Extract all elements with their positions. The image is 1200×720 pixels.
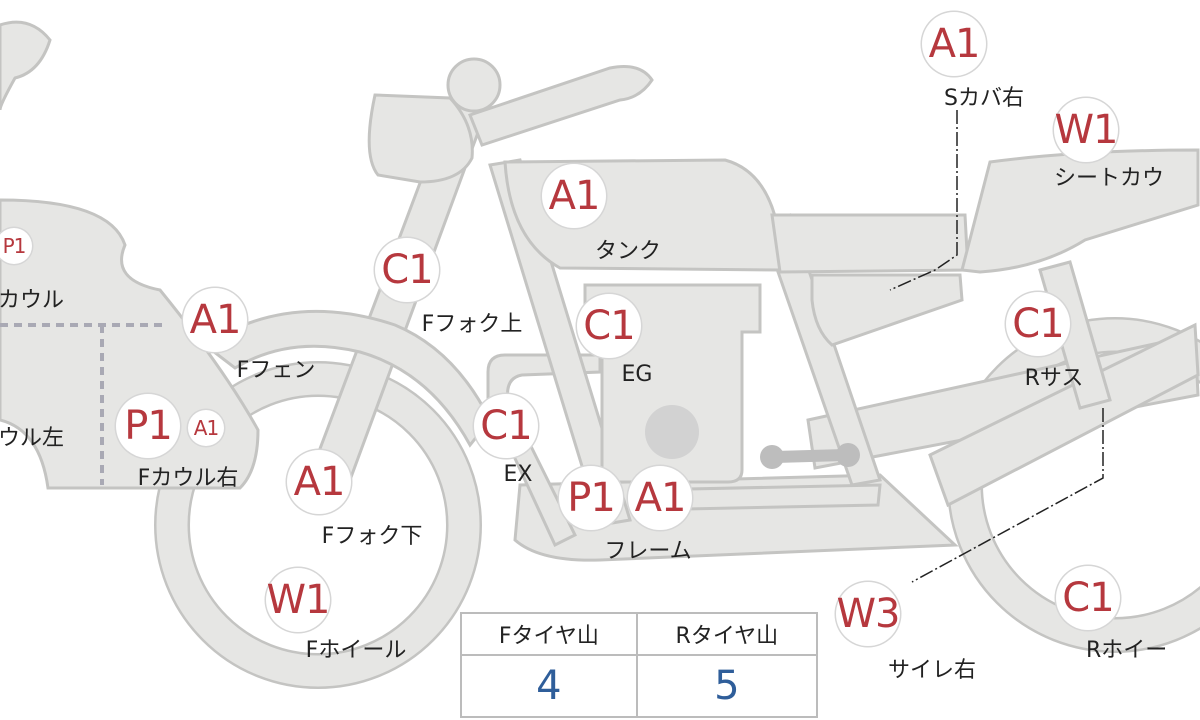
label-cowl: カウル (0, 288, 65, 313)
label-silencer-right: サイレ右 (887, 658, 977, 683)
badge-p1-frame[interactable]: P1 (559, 466, 623, 530)
badge-a1-front-fender[interactable]: A1 (183, 288, 247, 352)
badge-w1-front-wheel[interactable]: W1 (266, 568, 331, 632)
label-cowl-left: ウル左 (0, 426, 65, 451)
seat-cowl-shape (960, 148, 1200, 274)
label-fork-upper: Fフォク上 (421, 312, 523, 337)
label-front-cowl-right: Fカウル右 (137, 466, 239, 491)
label-engine: EG (621, 362, 653, 387)
rear-tire-header: Rタイヤ山 (635, 612, 819, 656)
label-s-cover-right: Sカバ右 (944, 86, 1024, 111)
headlight-shape (367, 93, 474, 184)
silencer-shape (928, 322, 1200, 508)
label-exhaust: EX (503, 462, 533, 487)
label-fork-lower: Fフォク下 (321, 524, 423, 549)
tire-table-value-row: 4 5 (460, 654, 819, 718)
tire-tread-table: Fタイヤ山 Rタイヤ山 4 5 (460, 612, 819, 718)
label-frame: フレーム (604, 539, 692, 564)
badge-p1-cowl[interactable]: P1 (0, 228, 32, 264)
badge-p1-front-cowl-right[interactable]: P1 (116, 394, 180, 458)
label-front-wheel: Fホイール (305, 638, 407, 663)
badge-c1-fork-upper[interactable]: C1 (375, 238, 439, 302)
label-tank: タンク (594, 239, 662, 264)
badge-a1-tank[interactable]: A1 (542, 164, 606, 228)
tire-table-header-row: Fタイヤ山 Rタイヤ山 (460, 612, 819, 656)
badge-a1-s-cover[interactable]: A1 (922, 12, 986, 76)
rear-tire-value[interactable]: 5 (635, 654, 819, 718)
badge-w3-silencer-right[interactable]: W3 (836, 582, 901, 646)
badge-a1-front-cowl-right[interactable]: A1 (188, 410, 224, 446)
front-tire-header: Fタイヤ山 (460, 612, 638, 656)
badge-c1-exhaust[interactable]: C1 (474, 394, 538, 458)
badge-c1-engine[interactable]: C1 (577, 294, 641, 358)
badge-c1-rear-wheel[interactable]: C1 (1056, 566, 1120, 630)
badge-a1-frame[interactable]: A1 (628, 466, 692, 530)
label-rear-wheel: Rホイー (1086, 638, 1168, 663)
mirror-shape (0, 20, 52, 111)
label-seat-cowl: シートカウ (1054, 166, 1165, 191)
front-tire-value[interactable]: 4 (460, 654, 638, 718)
badge-a1-fork-lower[interactable]: A1 (287, 450, 351, 514)
badge-w1-seat-cowl[interactable]: W1 (1054, 98, 1119, 162)
label-rear-suspension: Rサス (1024, 366, 1084, 391)
handlebar-shape (468, 65, 654, 147)
badge-c1-rear-suspension[interactable]: C1 (1006, 292, 1070, 356)
label-front-fender: Fフェン (236, 358, 316, 383)
front-wheel-shape (154, 361, 482, 689)
